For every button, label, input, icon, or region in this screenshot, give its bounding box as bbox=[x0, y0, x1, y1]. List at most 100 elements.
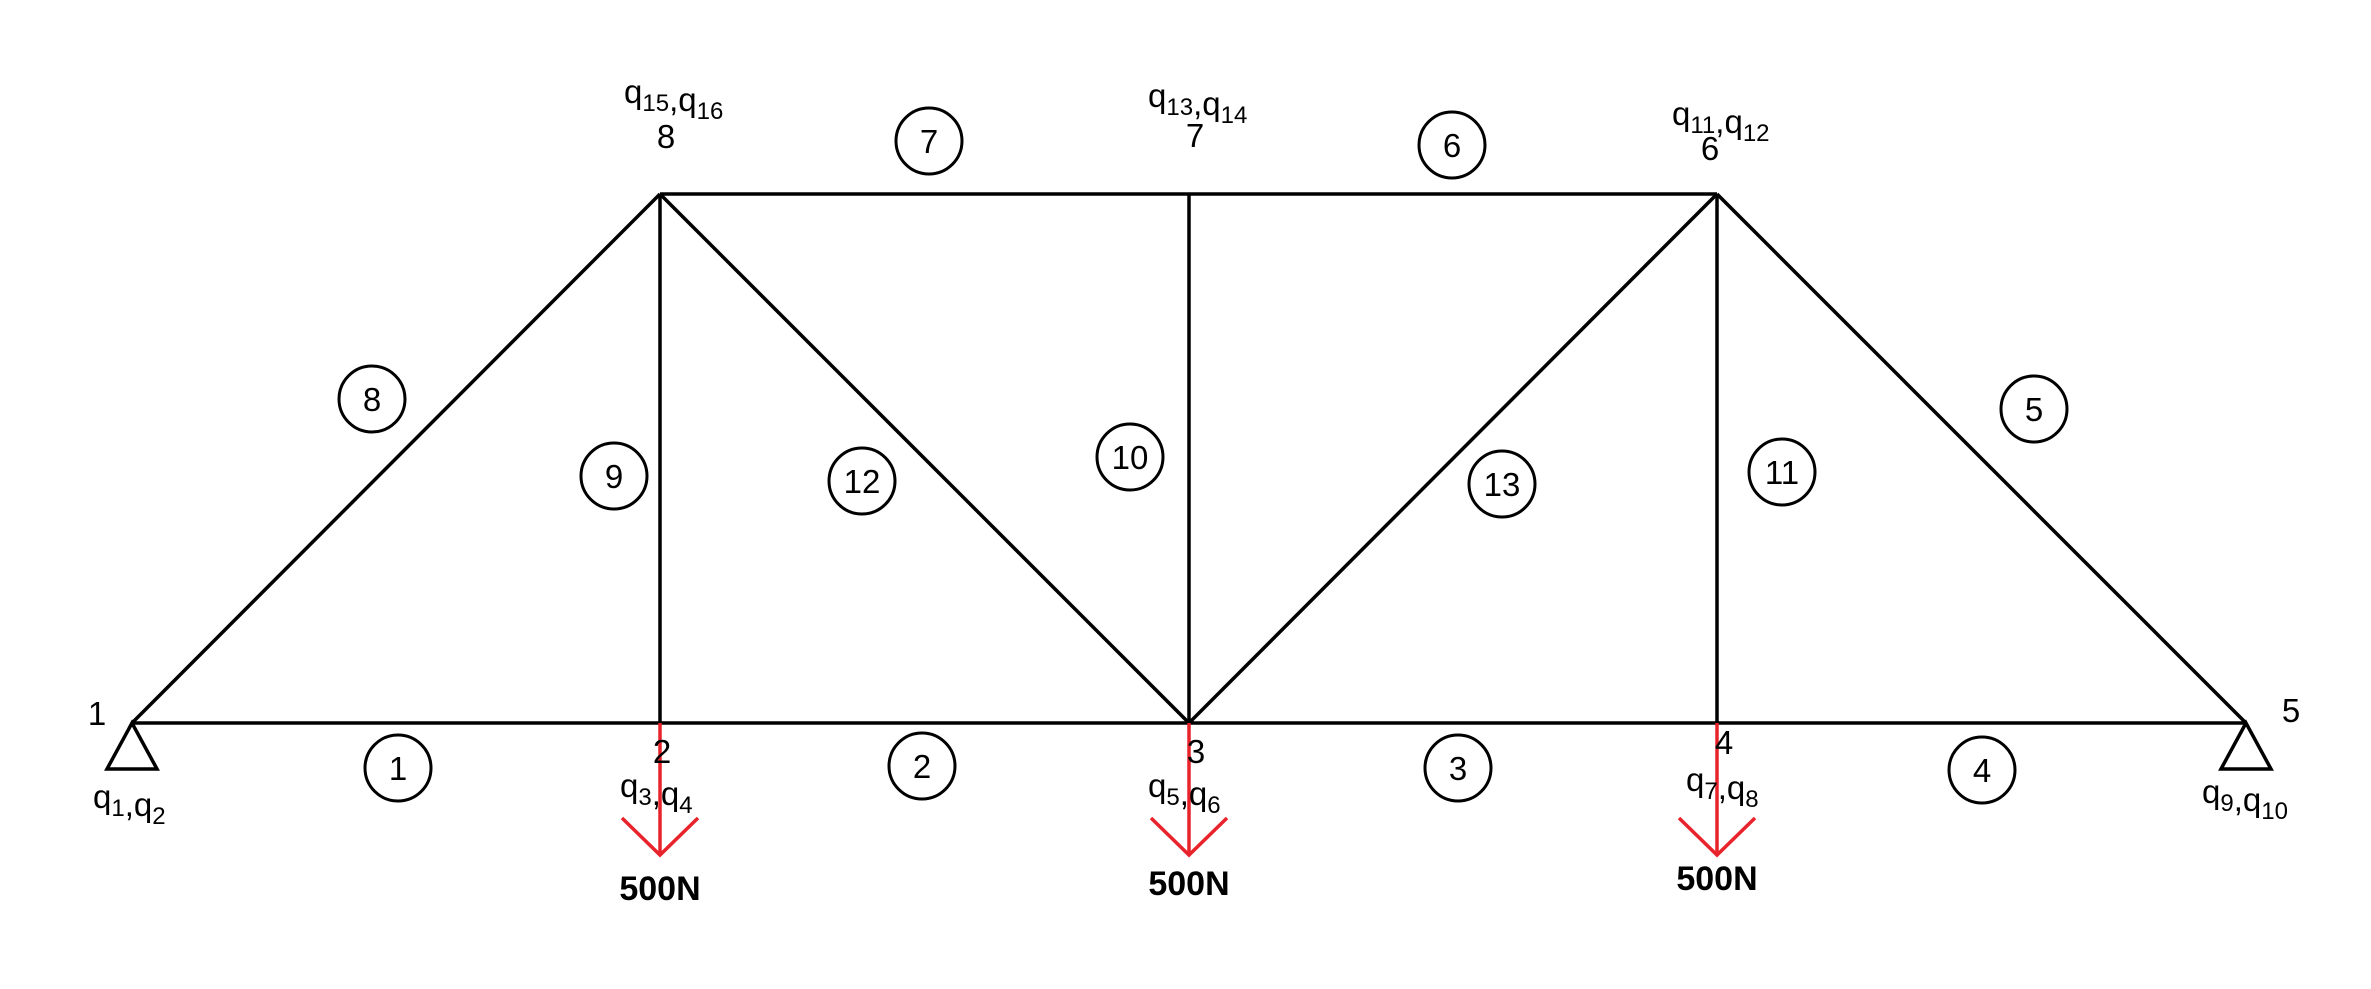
load-arrowhead bbox=[620, 816, 700, 858]
dof-symbol: q bbox=[1686, 761, 1704, 798]
dof-symbol: q bbox=[620, 767, 638, 804]
element-label-9: 9 bbox=[579, 441, 649, 511]
element-label-13: 13 bbox=[1467, 449, 1537, 519]
element-label-7: 7 bbox=[894, 106, 964, 176]
members-layer bbox=[130, 192, 2248, 725]
node-label-7: 7 bbox=[1186, 117, 1204, 154]
node-label-2: 2 bbox=[653, 733, 671, 770]
supports-layer bbox=[104, 719, 2274, 771]
support-node-1 bbox=[104, 719, 160, 771]
element-number: 2 bbox=[913, 748, 931, 785]
dof-symbol: q bbox=[1727, 769, 1745, 806]
element-number: 10 bbox=[1112, 439, 1149, 476]
element-label-circle bbox=[887, 731, 957, 801]
member-5 bbox=[1715, 192, 2248, 725]
element-label-circle bbox=[1467, 449, 1537, 519]
dof-subscript: 16 bbox=[697, 98, 724, 125]
load-value-node-3: 500N bbox=[1148, 865, 1229, 903]
element-label-10: 10 bbox=[1095, 422, 1165, 492]
member-12 bbox=[658, 192, 1191, 725]
element-label-circle bbox=[1423, 733, 1493, 803]
dof-separator: , bbox=[125, 786, 134, 823]
dof-subscript: 9 bbox=[2220, 790, 2233, 817]
dof-symbol: q bbox=[2243, 781, 2261, 818]
element-number: 3 bbox=[1449, 750, 1467, 787]
dof-separator: , bbox=[1180, 775, 1189, 812]
load-arrow-node-3 bbox=[1149, 723, 1229, 858]
dof-symbol: q bbox=[661, 775, 679, 812]
node-label-8: 8 bbox=[657, 118, 675, 155]
load-value-node-2: 500N bbox=[619, 870, 700, 908]
dof-subscript: 15 bbox=[642, 90, 669, 117]
element-label-circle bbox=[1999, 374, 2069, 444]
dof-label-node-3: q5,q6 bbox=[1148, 767, 1221, 819]
dof-separator: , bbox=[652, 775, 661, 812]
dof-subscript: 11 bbox=[1690, 112, 1715, 139]
dof-subscript: 7 bbox=[1704, 778, 1717, 805]
dof-label-node-6: q11,q12 bbox=[1672, 95, 1770, 147]
dof-separator: , bbox=[1193, 85, 1202, 122]
loads-layer: 500N 500N 500N bbox=[619, 723, 1758, 908]
element-label-6: 6 bbox=[1417, 110, 1487, 180]
load-arrowhead bbox=[1677, 816, 1757, 858]
support-node-5 bbox=[2218, 719, 2274, 771]
dof-symbol: q bbox=[1189, 775, 1207, 812]
element-number: 5 bbox=[2025, 391, 2043, 428]
dof-subscript: 1 bbox=[111, 795, 124, 822]
element-label-12: 12 bbox=[827, 446, 897, 516]
load-value-node-4: 500N bbox=[1676, 860, 1757, 898]
element-number: 8 bbox=[363, 381, 381, 418]
node-label-1: 1 bbox=[88, 695, 106, 732]
element-number: 1 bbox=[389, 750, 407, 787]
dof-separator: , bbox=[1715, 103, 1724, 140]
node-label-6: 6 bbox=[1701, 130, 1719, 167]
dof-separator: , bbox=[2234, 781, 2243, 818]
element-label-11: 11 bbox=[1747, 437, 1817, 507]
dof-label-node-5: q9,q10 bbox=[2202, 773, 2288, 825]
load-arrow-node-4 bbox=[1677, 723, 1757, 858]
member-13 bbox=[1187, 192, 1719, 725]
dof-subscript: 13 bbox=[1166, 94, 1193, 121]
dof-symbol: q bbox=[1724, 103, 1742, 140]
element-number: 13 bbox=[1484, 466, 1521, 503]
element-number: 12 bbox=[844, 463, 881, 500]
element-label-4: 4 bbox=[1947, 735, 2017, 805]
element-number: 7 bbox=[920, 123, 938, 160]
member-8 bbox=[130, 192, 662, 725]
dof-subscript: 5 bbox=[1166, 784, 1179, 811]
node-label-5: 5 bbox=[2282, 692, 2300, 729]
load-arrowhead bbox=[1149, 816, 1229, 858]
dof-symbol: q bbox=[1202, 85, 1220, 122]
element-label-5: 5 bbox=[1999, 374, 2069, 444]
dof-symbol: q bbox=[624, 73, 642, 110]
element-label-circle bbox=[827, 446, 897, 516]
dof-subscript: 12 bbox=[1743, 120, 1770, 147]
dof-symbol: q bbox=[93, 778, 111, 815]
load-arrow-node-2 bbox=[620, 723, 700, 858]
element-number: 11 bbox=[1765, 454, 1799, 491]
dof-subscript: 10 bbox=[2261, 798, 2288, 825]
dof-label-node-8: q15,q16 bbox=[624, 73, 723, 125]
dof-subscript: 6 bbox=[1207, 792, 1220, 819]
node-label-3: 3 bbox=[1187, 733, 1205, 770]
element-label-circle bbox=[1747, 437, 1817, 507]
element-label-circle bbox=[1947, 735, 2017, 805]
element-number: 6 bbox=[1443, 127, 1461, 164]
dof-symbol: q bbox=[134, 786, 152, 823]
element-label-circle bbox=[337, 364, 407, 434]
dof-label-node-1: q1,q2 bbox=[93, 778, 166, 830]
dof-symbol: q bbox=[2202, 773, 2220, 810]
dof-subscript: 4 bbox=[679, 792, 692, 819]
dof-symbol: q bbox=[678, 81, 696, 118]
dof-subscript: 2 bbox=[152, 803, 165, 830]
dof-label-node-2: q3,q4 bbox=[620, 767, 693, 819]
element-label-circle bbox=[579, 441, 649, 511]
element-number: 4 bbox=[1973, 752, 1991, 789]
element-label-3: 3 bbox=[1423, 733, 1493, 803]
element-label-1: 1 bbox=[363, 733, 433, 803]
dof-subscript: 8 bbox=[1745, 786, 1758, 813]
